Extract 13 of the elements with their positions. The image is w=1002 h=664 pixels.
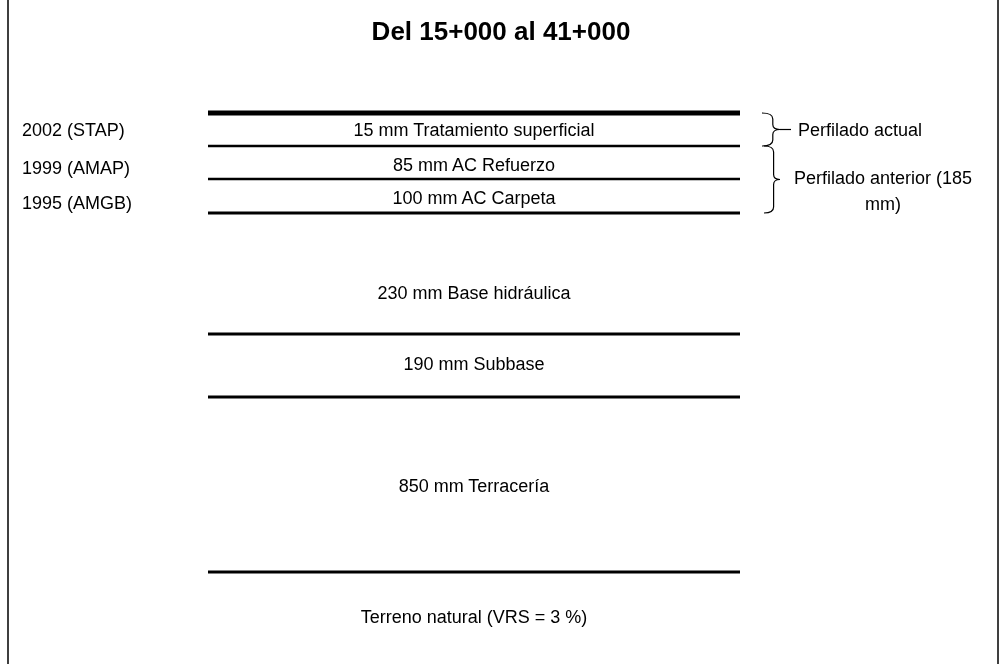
layer-label: 100 mm AC Carpeta [392, 187, 556, 209]
layer-label: 190 mm Subbase [403, 353, 545, 375]
layer-year: 1999 (AMAP) [22, 157, 131, 179]
layer-label: 15 mm Tratamiento superficial [353, 119, 595, 141]
title: Del 15+000 al 41+000 [370, 16, 632, 46]
layer-label: 850 mm Terracería [398, 475, 550, 497]
layer-label: 85 mm AC Refuerzo [392, 154, 556, 176]
layer-year: 1995 (AMGB) [22, 192, 133, 214]
layer-label: Terreno natural (VRS = 3 %) [360, 606, 588, 628]
bracket-label: Perfilado actual [798, 119, 923, 141]
bracket-label: Perfilado anterior (185 mm) [793, 167, 973, 216]
layer-year: 2002 (STAP) [22, 119, 125, 141]
layer-label: 230 mm Base hidráulica [377, 282, 571, 304]
